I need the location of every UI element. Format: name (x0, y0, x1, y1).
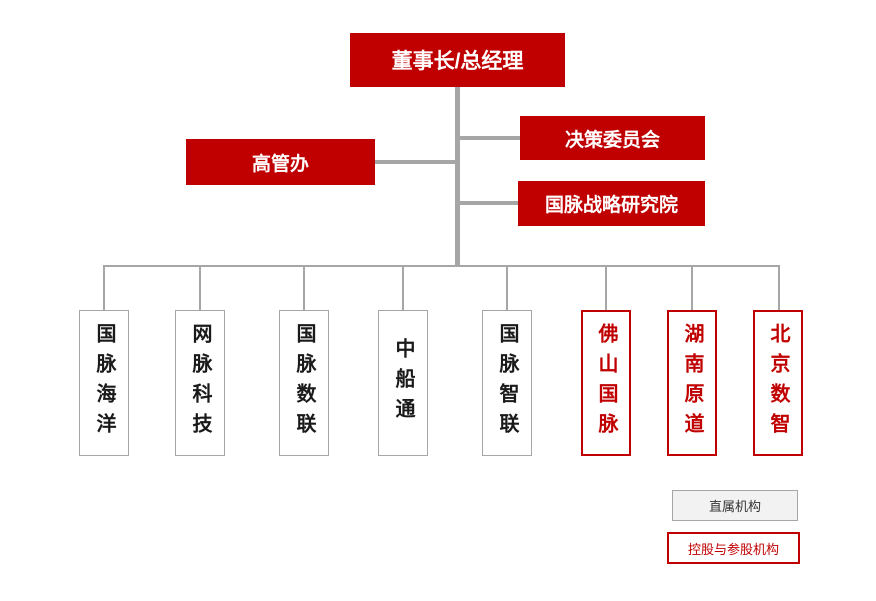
legend-direct: 直属机构 (672, 490, 798, 521)
node-chairman-label: 董事长/总经理 (391, 50, 524, 73)
connector-executive-office (375, 160, 455, 164)
connector-strategy-institute (460, 201, 518, 205)
connector-drop-5 (506, 267, 508, 310)
node-subsidiary-label: 北京数智 (767, 323, 789, 443)
node-strategy-institute: 国脉战略研究院 (518, 181, 705, 226)
node-executive-office: 高管办 (186, 139, 375, 185)
connector-rail (103, 265, 780, 267)
connector-drop-8 (778, 267, 780, 310)
node-subsidiary-label: 网脉科技 (189, 323, 211, 443)
legend-holding: 控股与参股机构 (667, 532, 800, 564)
node-subsidiary-label: 国脉海洋 (93, 323, 115, 443)
node-executive-office-label: 高管办 (251, 153, 309, 175)
connector-drop-2 (199, 267, 201, 310)
connector-drop-6 (605, 267, 607, 310)
node-subsidiary-zhongchuantong: 中船通 (378, 310, 428, 456)
node-decision-committee-label: 决策委员会 (564, 129, 660, 151)
connector-drop-1 (103, 267, 105, 310)
node-decision-committee: 决策委员会 (520, 116, 705, 160)
node-subsidiary-guomai-shulian: 国脉数联 (279, 310, 329, 456)
connector-decision-committee (460, 136, 520, 140)
node-subsidiary-foshan-guomai: 佛山国脉 (581, 310, 631, 456)
node-subsidiary-guomai-haiyang: 国脉海洋 (79, 310, 129, 456)
legend-holding-label: 控股与参股机构 (687, 541, 779, 557)
node-strategy-institute-label: 国脉战略研究院 (544, 195, 678, 216)
node-subsidiary-label: 湖南原道 (681, 323, 703, 443)
node-subsidiary-label: 佛山国脉 (595, 323, 617, 443)
node-subsidiary-label: 中船通 (392, 338, 414, 428)
connector-drop-4 (402, 267, 404, 310)
node-subsidiary-label: 国脉智联 (496, 323, 518, 443)
node-subsidiary-beijing-shuzhi: 北京数智 (753, 310, 803, 456)
node-subsidiary-wangmai-keji: 网脉科技 (175, 310, 225, 456)
node-subsidiary-hunan-yuandao: 湖南原道 (667, 310, 717, 456)
connector-drop-7 (691, 267, 693, 310)
connector-drop-3 (303, 267, 305, 310)
node-chairman: 董事长/总经理 (350, 33, 565, 87)
node-subsidiary-guomai-zhilian: 国脉智联 (482, 310, 532, 456)
legend-direct-label: 直属机构 (708, 499, 761, 514)
connector-trunk (455, 87, 460, 267)
node-subsidiary-label: 国脉数联 (293, 323, 315, 443)
